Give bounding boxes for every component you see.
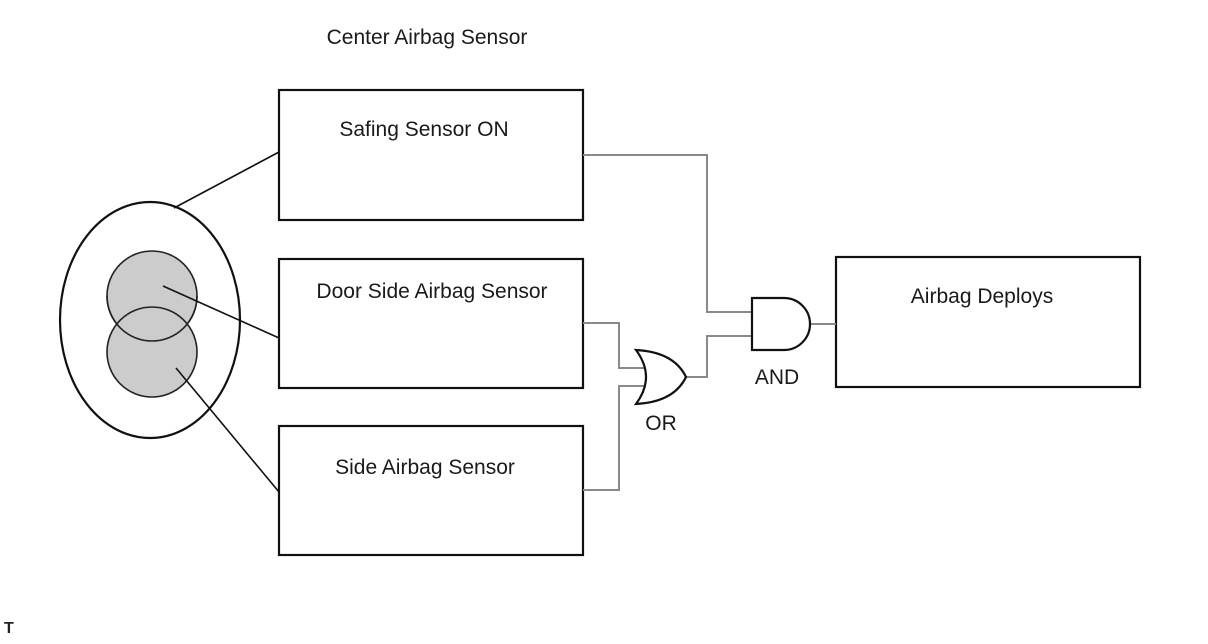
box-airbag-deploys [834, 255, 1142, 389]
sensor-circle-lower [106, 306, 198, 398]
box-door-side-airbag-sensor [277, 257, 585, 390]
box-door-side-airbag-sensor-label: Door Side Airbag Sensor [316, 280, 547, 303]
box-side-airbag-sensor [277, 424, 585, 557]
box-side-airbag-sensor-label: Side Airbag Sensor [335, 456, 515, 479]
leader-line-side [175, 367, 280, 493]
sensor-circle-overlap-edge [106, 295, 198, 342]
or-gate-label: OR [645, 412, 677, 435]
leader-line-door-side [162, 285, 280, 339]
wire-or-to-and [686, 335, 752, 378]
box-safing-sensor [277, 88, 585, 222]
leader-line-safing [173, 151, 280, 209]
diagram-title: Center Airbag Sensor [327, 26, 528, 49]
and-gate-label: AND [755, 366, 799, 389]
wire-door-side-to-or [583, 322, 645, 369]
or-gate-icon [633, 348, 688, 406]
corner-mark: T [4, 620, 14, 637]
wire-side-to-or [583, 385, 645, 491]
wire-safing-to-and [583, 154, 752, 313]
box-airbag-deploys-label: Airbag Deploys [911, 285, 1053, 308]
box-safing-sensor-label: Safing Sensor ON [339, 118, 508, 141]
and-gate-icon [750, 296, 812, 352]
